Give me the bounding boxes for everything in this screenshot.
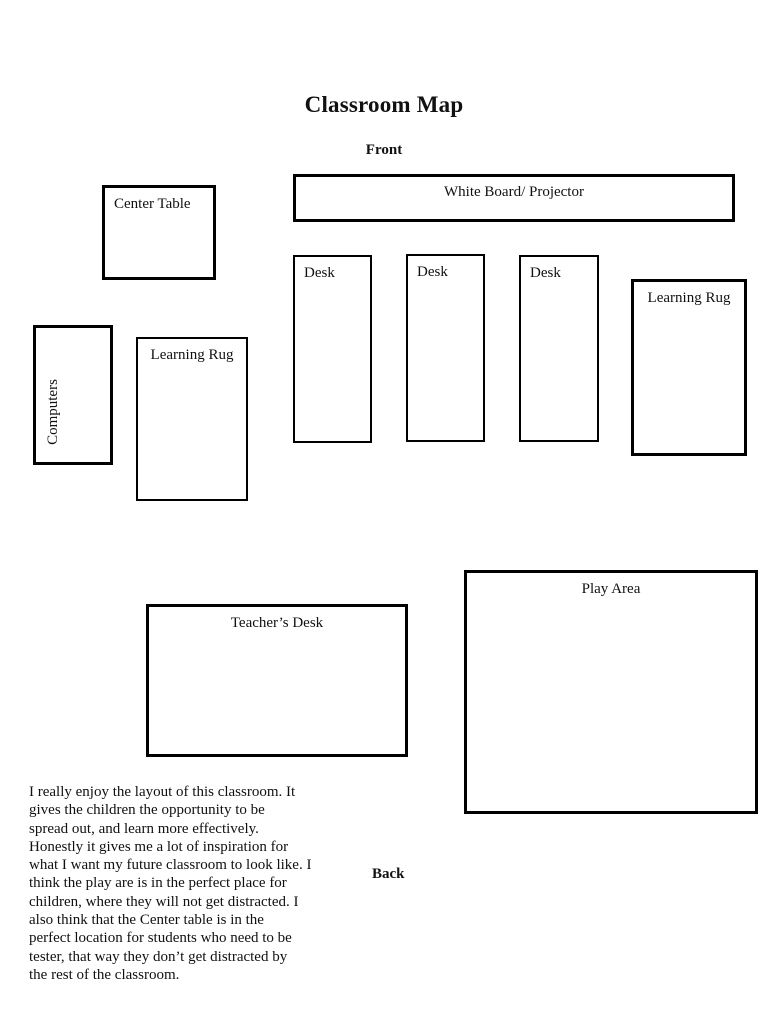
- computers-box: Computers: [33, 325, 113, 465]
- commentary-paragraph: I really enjoy the layout of this classr…: [29, 784, 312, 983]
- front-orientation-label: Front: [365, 142, 403, 158]
- learning-rug-left-label: Learning Rug: [150, 347, 234, 363]
- desk-box-2: Desk: [406, 254, 485, 442]
- teachers-desk-box: Teacher’s Desk: [146, 604, 408, 757]
- back-orientation-label: Back: [372, 866, 405, 882]
- computers-label: Computers: [44, 379, 61, 445]
- center-table-label: Center Table: [114, 196, 191, 212]
- learning-rug-left-box: Learning Rug: [136, 337, 248, 501]
- desk-box-1: Desk: [293, 255, 372, 443]
- desk-label: Desk: [304, 265, 335, 281]
- learning-rug-right-label: Learning Rug: [647, 290, 731, 306]
- play-area-box: Play Area: [464, 570, 758, 814]
- page-title: Classroom Map: [304, 92, 464, 117]
- play-area-label: Play Area: [581, 581, 641, 597]
- whiteboard-projector-box: White Board/ Projector: [293, 174, 735, 222]
- learning-rug-right-box: Learning Rug: [631, 279, 747, 456]
- center-table-box: Center Table: [102, 185, 216, 280]
- desk-label: Desk: [530, 265, 561, 281]
- desk-label: Desk: [417, 264, 448, 280]
- desk-box-3: Desk: [519, 255, 599, 442]
- whiteboard-projector-label: White Board/ Projector: [444, 184, 584, 200]
- teachers-desk-label: Teacher’s Desk: [230, 615, 324, 631]
